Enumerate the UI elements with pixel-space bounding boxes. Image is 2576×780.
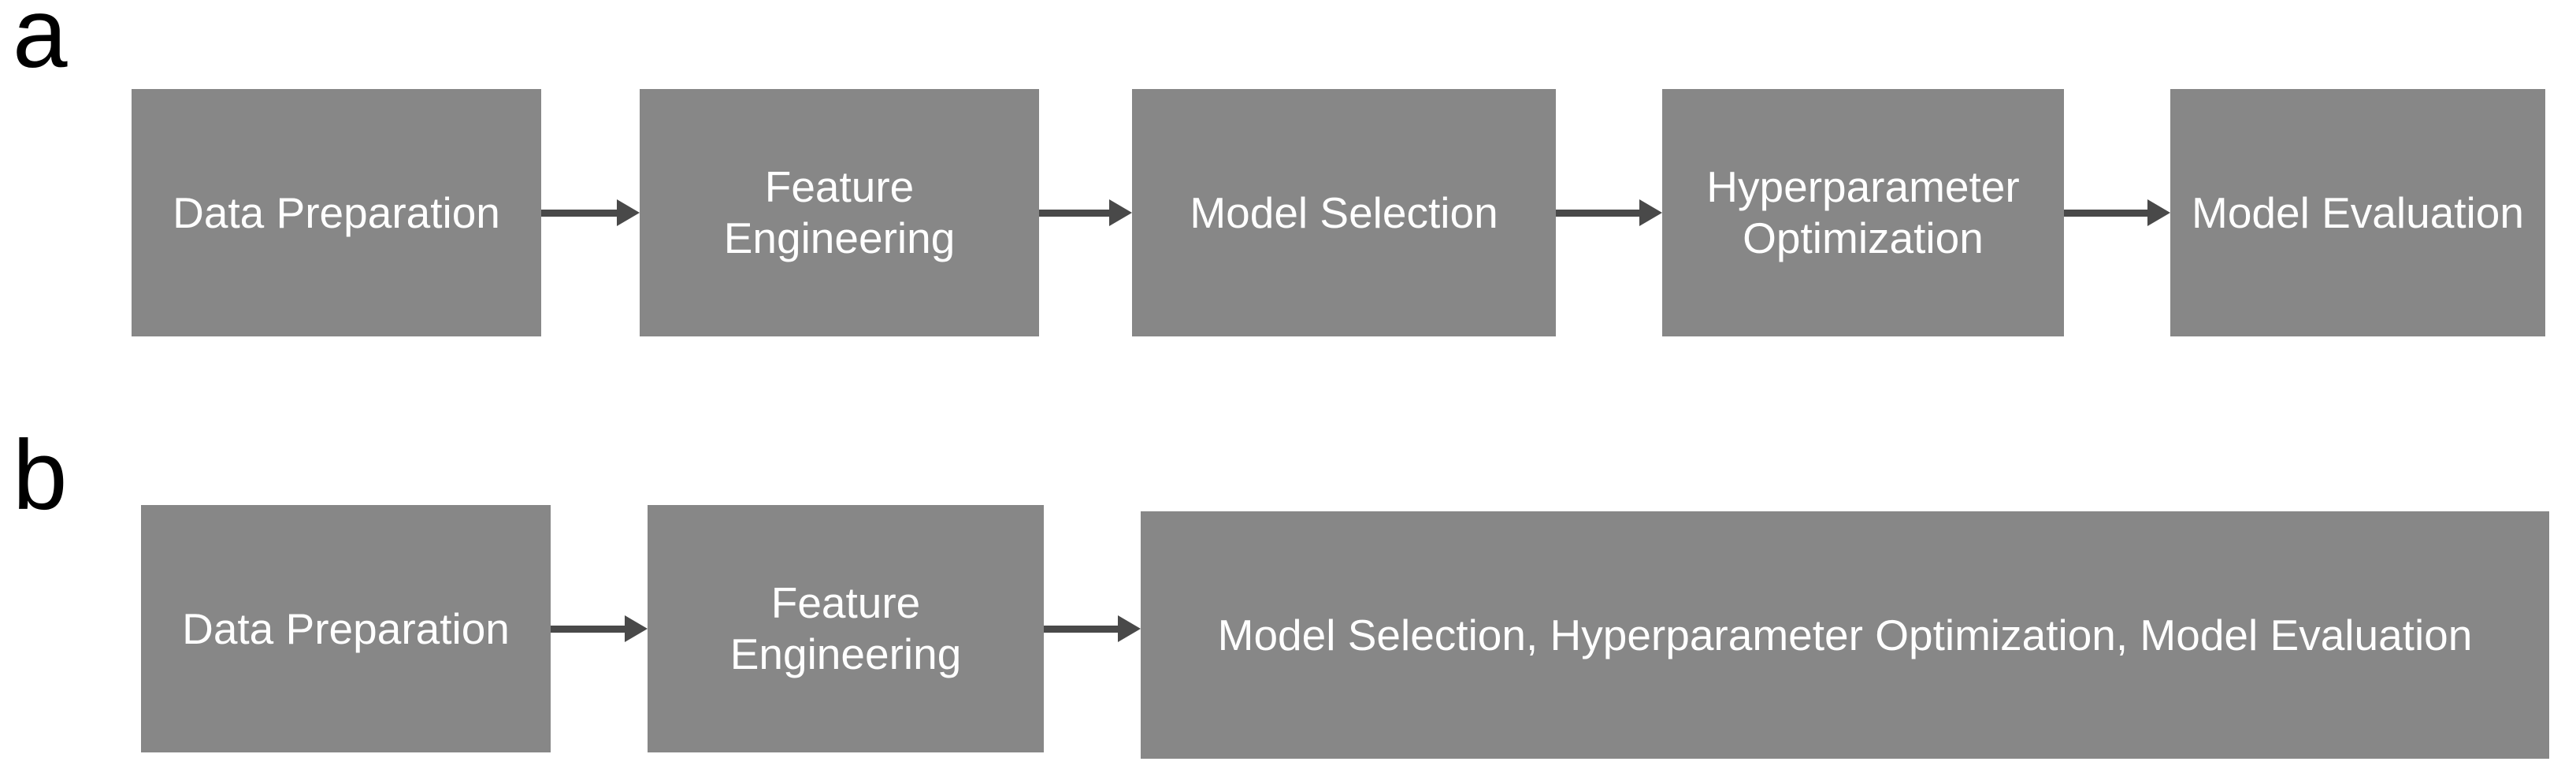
arrow-head-icon <box>2147 199 2170 226</box>
flow-arrow-a4 <box>2064 199 2170 226</box>
flow-arrow-a3 <box>1556 199 1662 226</box>
flow-box-combined-stages-b: Model Selection, Hyperparameter Optimiza… <box>1141 511 2549 759</box>
flow-box-feature-engineering-a: Feature Engineering <box>640 89 1039 336</box>
arrow-shaft <box>1556 209 1639 217</box>
arrow-shaft <box>1039 209 1109 217</box>
arrow-shaft <box>551 625 625 633</box>
flow-box-feature-engineering-b: Feature Engineering <box>648 505 1044 752</box>
flow-box-model-evaluation-a: Model Evaluation <box>2170 89 2545 336</box>
arrow-head-icon <box>617 199 640 226</box>
flow-box-hyperparameter-optimization-a: Hyperparameter Optimization <box>1662 89 2064 336</box>
flow-arrow-b1 <box>551 615 648 642</box>
arrow-shaft <box>2064 209 2147 217</box>
arrow-head-icon <box>1639 199 1662 226</box>
arrow-shaft <box>541 209 617 217</box>
panel-b-label: b <box>13 421 68 530</box>
arrow-head-icon <box>1118 615 1141 642</box>
arrow-head-icon <box>1109 199 1132 226</box>
flow-arrow-a2 <box>1039 199 1132 226</box>
arrow-shaft <box>1044 625 1118 633</box>
panel-a-label: a <box>13 0 68 88</box>
arrow-head-icon <box>625 615 648 642</box>
flow-box-model-selection-a: Model Selection <box>1132 89 1556 336</box>
flow-box-data-preparation-b: Data Preparation <box>141 505 551 752</box>
flow-arrow-b2 <box>1044 615 1141 642</box>
flow-arrow-a1 <box>541 199 640 226</box>
flow-box-data-preparation-a: Data Preparation <box>132 89 541 336</box>
